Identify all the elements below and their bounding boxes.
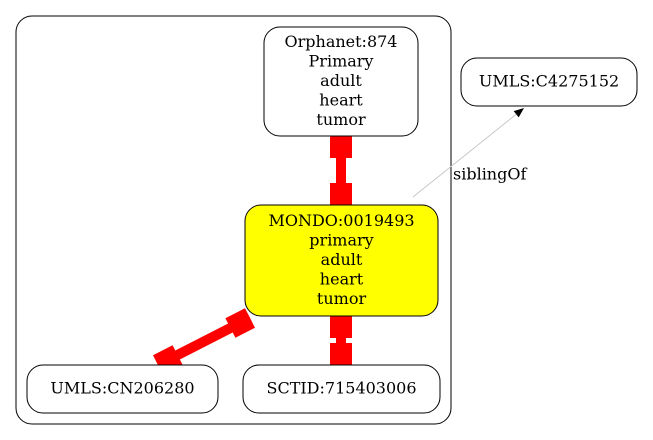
node-label-line: Primary [309,52,374,71]
edge-end-cap [330,343,352,365]
cluster-border [15,15,452,425]
node-label-line: adult [321,250,363,269]
arrowhead [513,108,524,118]
node-label-line: adult [320,71,362,90]
edge-label: siblingOf [453,165,527,184]
node-box [263,26,419,137]
edge-mondo-sctid [330,316,352,365]
edge-end-cap [330,136,352,158]
edge-mondo-umls-c: siblingOf [412,108,527,198]
edge-start-cap [225,308,256,338]
node-box [26,364,219,414]
node-box [244,204,439,317]
edge-line [412,113,517,198]
node-label-line: heart [320,270,364,289]
node-label-line: UMLS:CN206280 [50,379,194,398]
node-label-line: tumor [316,110,366,129]
edge-start-cap [330,183,352,205]
node-label-line: SCTID:715403006 [266,379,416,398]
node-label-line: Orphanet:874 [285,32,398,51]
edge-start-cap [330,316,352,338]
node-box [242,364,441,414]
node-label-line: UMLS:C4275152 [479,72,619,91]
edge-mondo-orphanet [330,136,352,205]
node-box [460,57,638,107]
node-label-line: heart [319,91,363,110]
node-sctid[interactable]: SCTID:715403006 [242,364,441,414]
node-label-line: primary [309,231,373,250]
node-umls-c[interactable]: UMLS:C4275152 [460,57,638,107]
node-label-line: tumor [317,289,367,308]
node-label-line: MONDO:0019493 [268,211,414,230]
node-umls-cn[interactable]: UMLS:CN206280 [26,364,219,414]
